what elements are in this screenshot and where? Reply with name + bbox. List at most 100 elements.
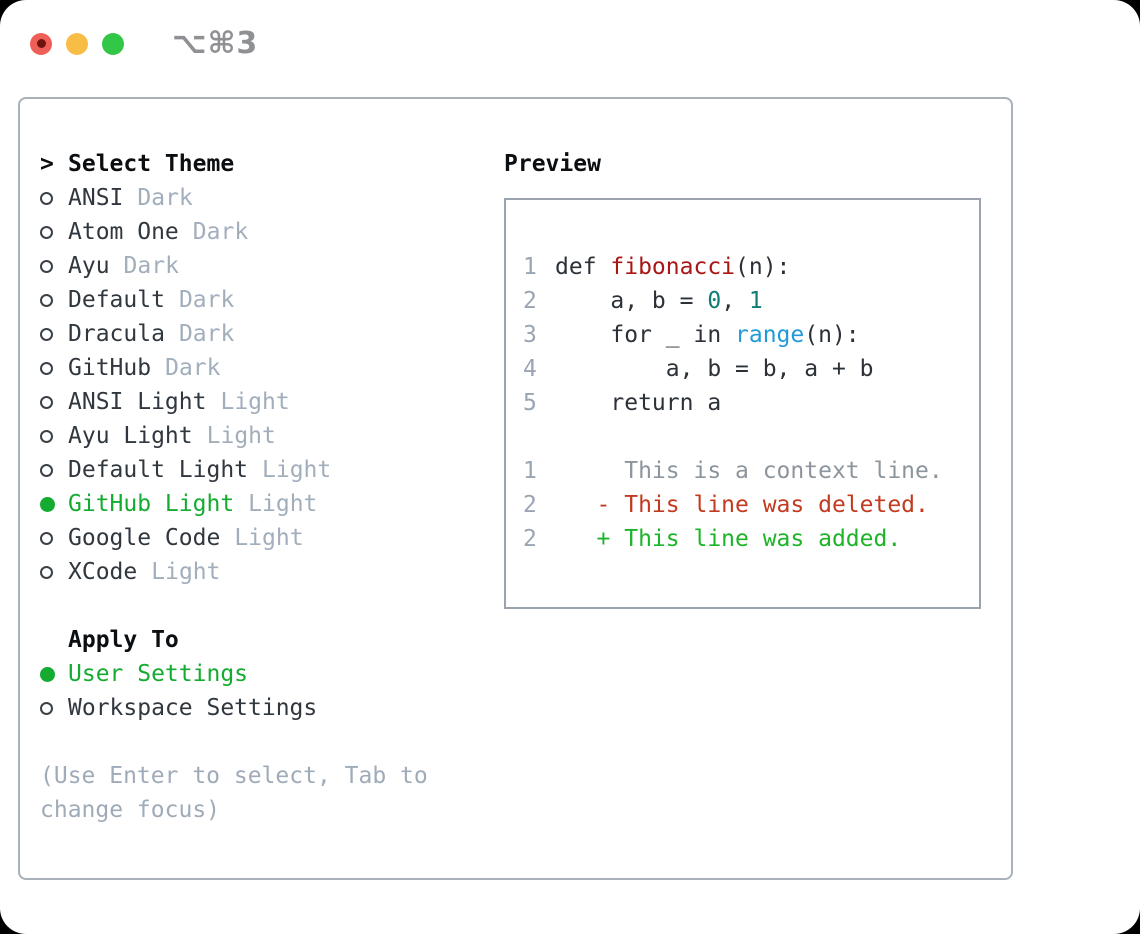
line-number <box>523 420 555 454</box>
apply-option-workspace-settings[interactable]: Workspace Settings <box>40 691 504 725</box>
preview-title: Preview <box>504 151 601 177</box>
apply-to-header: Apply To <box>40 623 504 657</box>
code-segment-number: 1 <box>748 288 763 314</box>
help-line: change focus) <box>40 797 221 823</box>
line-number: 2 <box>523 526 537 552</box>
marker-column <box>40 191 68 205</box>
marker-column <box>40 463 68 477</box>
minimize-window-button[interactable] <box>66 32 88 55</box>
radio-icon <box>40 259 53 273</box>
variant-label: Light <box>206 423 276 449</box>
item-label: ANSI Light <box>68 389 207 415</box>
code-line: 2 a, b = 0, 1 <box>523 284 979 318</box>
select-theme-header: > Select Theme <box>40 147 504 181</box>
radio-icon <box>40 395 53 409</box>
theme-option-ansi-light[interactable]: ANSI Light Light <box>40 385 504 419</box>
item-label: Google Code <box>68 525 221 551</box>
marker-column <box>40 361 68 375</box>
radio-icon <box>40 429 53 443</box>
code-segment-number: 0 <box>707 288 722 314</box>
code-segment-code: a, b = b, a + b <box>555 356 874 382</box>
item-label: Atom One <box>68 219 179 245</box>
item-label: Workspace Settings <box>68 695 318 721</box>
theme-option-default[interactable]: Default Dark <box>40 283 504 317</box>
code-segment-code: for _ in <box>555 322 736 348</box>
spacer <box>40 589 504 623</box>
item-label: Ayu <box>68 253 110 279</box>
item-label: GitHub Light <box>68 491 235 517</box>
radio-icon <box>40 361 53 375</box>
item-label: User Settings <box>68 661 249 687</box>
theme-option-ayu[interactable]: Ayu Dark <box>40 249 504 283</box>
marker-column <box>40 259 68 273</box>
code-line: 2 - This line was deleted. <box>523 488 979 522</box>
code-line: 3 for _ in range(n): <box>523 318 979 352</box>
item-label: ANSI <box>68 185 124 211</box>
marker-column <box>40 531 68 545</box>
apply-to-title: Apply To <box>68 627 179 653</box>
code-segment-code: return a <box>555 390 722 416</box>
code-line: 2 + This line was added. <box>523 522 979 556</box>
variant-label: Light <box>220 389 290 415</box>
line-number: 5 <box>523 390 537 416</box>
close-window-button[interactable] <box>30 32 52 55</box>
variant-label: Dark <box>137 185 193 211</box>
titlebar: ⌥⌘3 <box>30 26 258 61</box>
unsaved-indicator-icon <box>36 39 46 48</box>
select-theme-title: Select Theme <box>68 151 235 177</box>
help-line: (Use Enter to select, Tab to <box>40 763 428 789</box>
code-line: 5 return a <box>523 386 979 420</box>
variant-label: Dark <box>123 253 179 279</box>
code-segment-builtin: range <box>735 322 805 348</box>
apply-option-user-settings[interactable]: User Settings <box>40 657 504 691</box>
variant-label: Light <box>262 457 332 483</box>
code-segment-deleted: - This line was deleted. <box>555 492 929 518</box>
radio-icon <box>40 293 53 307</box>
selected-radio-icon <box>40 666 55 682</box>
code-segment-code: (n): <box>804 322 860 348</box>
code-line <box>523 420 979 454</box>
line-number: 4 <box>523 356 537 382</box>
theme-option-atom-one[interactable]: Atom One Dark <box>40 215 504 249</box>
keyboard-shortcut-label: ⌥⌘3 <box>172 26 259 61</box>
zoom-window-button[interactable] <box>102 32 124 55</box>
item-label: Default <box>68 287 165 313</box>
code-segment-func: fibonacci <box>610 254 736 280</box>
radio-icon <box>40 191 53 205</box>
code-segment-added: + This line was added. <box>555 526 902 552</box>
line-number: 1 <box>523 254 537 280</box>
marker-column <box>40 395 68 409</box>
marker-column <box>40 565 68 579</box>
radio-icon <box>40 463 53 477</box>
theme-option-ansi[interactable]: ANSI Dark <box>40 181 504 215</box>
code-line: 4 a, b = b, a + b <box>523 352 979 386</box>
traffic-lights <box>30 32 138 55</box>
marker-column <box>40 496 68 512</box>
code-line: 1 This is a context line. <box>523 454 979 488</box>
cursor-prompt-icon: > <box>40 151 54 177</box>
spacer <box>40 725 504 759</box>
item-label: GitHub <box>68 355 152 381</box>
variant-label: Dark <box>192 219 249 245</box>
item-label: Dracula <box>68 321 165 347</box>
marker-column <box>40 429 68 443</box>
radio-icon <box>40 565 53 579</box>
variant-label: Dark <box>178 287 235 313</box>
marker-column <box>40 225 68 239</box>
marker-column <box>40 327 68 341</box>
code-segment-context: This is a context line. <box>555 458 943 484</box>
line-number: 2 <box>523 288 537 314</box>
